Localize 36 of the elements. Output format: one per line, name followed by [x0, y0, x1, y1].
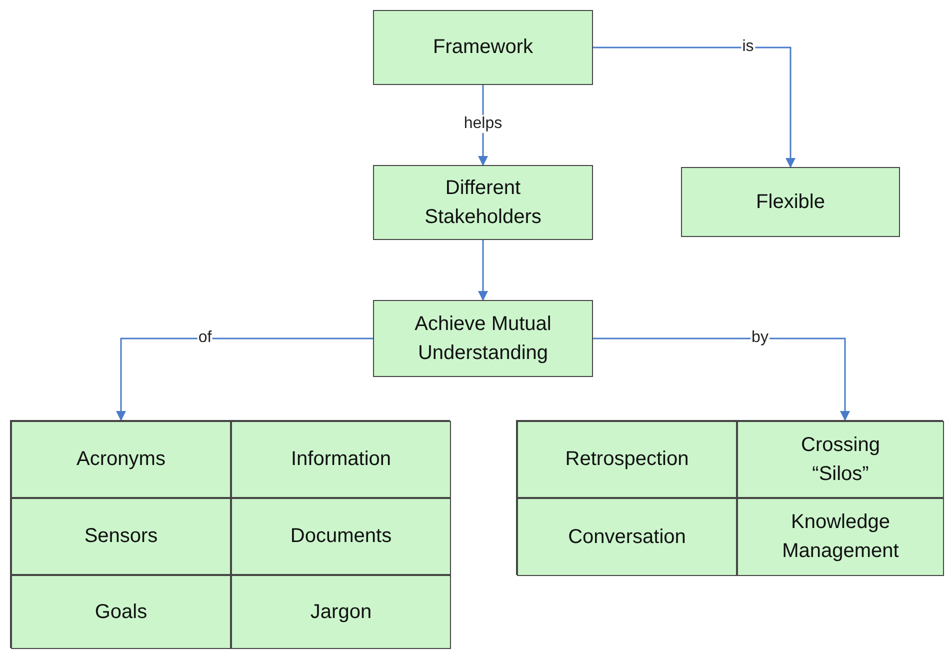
node-text: Conversation [568, 524, 686, 550]
node-text: Flexible [756, 190, 825, 214]
grid-box [10, 420, 450, 648]
arrow [593, 338, 850, 421]
arrow [593, 46, 796, 168]
node-text: Knowledge Management [781, 510, 900, 564]
node-text: Goals [94, 600, 148, 624]
concept-box [373, 10, 593, 85]
concept-box [231, 498, 451, 575]
concept-box [11, 421, 231, 498]
node-text: Acronyms [76, 447, 166, 472]
concept-box [11, 575, 231, 649]
node-text: Sensors [84, 524, 158, 549]
node-text: Crossing “Silos” [800, 432, 881, 486]
node-text: Information [290, 447, 392, 472]
concept-box [737, 498, 944, 576]
concept-box [231, 575, 451, 649]
node-text: Retrospection [565, 447, 689, 472]
arrow [478, 240, 488, 301]
node-text: Jargon [310, 600, 372, 624]
concept-box [11, 498, 231, 575]
node-text: Documents [290, 524, 392, 549]
concept-box [681, 167, 900, 237]
grid-box [516, 420, 943, 575]
edge-label: by [750, 329, 770, 347]
concept-box [517, 421, 737, 498]
node-text: Achieve Mutual Understanding [414, 312, 552, 366]
arrow [116, 338, 373, 421]
concept-box [373, 165, 593, 240]
concept-box [231, 421, 451, 498]
concept-box [737, 421, 944, 498]
node-text: Different Stakeholders [424, 176, 542, 230]
node-text: Framework [432, 35, 533, 60]
concept-box [517, 498, 737, 576]
edge-label: helps [462, 115, 504, 133]
concept-box [373, 300, 593, 377]
